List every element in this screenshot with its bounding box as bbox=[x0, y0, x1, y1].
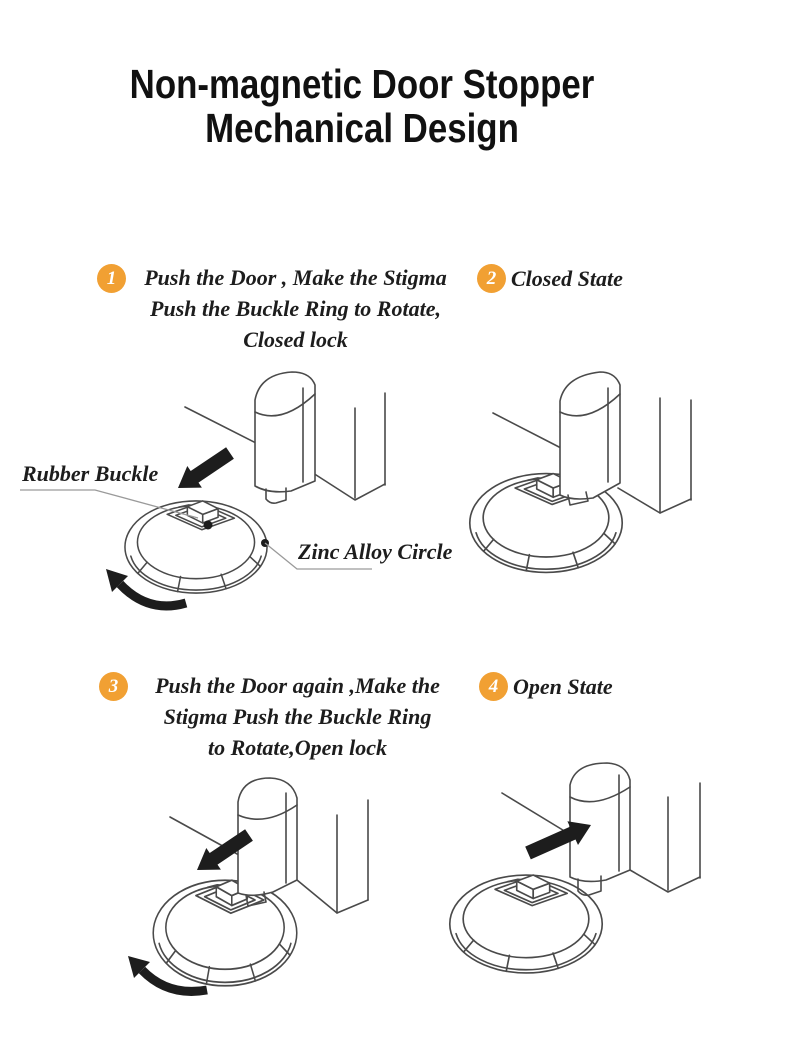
door-frame bbox=[312, 392, 386, 501]
rotate-arrow-icon bbox=[106, 569, 188, 611]
rubber-buckle-label: Rubber Buckle bbox=[22, 461, 159, 486]
door-stopper-body bbox=[237, 777, 298, 907]
stigma-foot bbox=[265, 487, 287, 504]
page-title: Non-magnetic Door Stopper Mechanical Des… bbox=[0, 62, 724, 150]
diagram-step3-push-again bbox=[128, 777, 369, 996]
zinc-alloy-circle-label: Zinc Alloy Circle bbox=[298, 539, 453, 564]
step-1-badge: 1 bbox=[97, 264, 126, 293]
step-2-badge: 2 bbox=[477, 264, 506, 293]
stigma-foot bbox=[577, 875, 602, 896]
stigma-foot bbox=[567, 491, 589, 506]
push-arrow-icon bbox=[178, 447, 234, 488]
step-1-text: Push the Door , Make the Stigma Push the… bbox=[144, 265, 447, 352]
door-frame bbox=[296, 799, 369, 914]
page-title-line1: Non-magnetic Door Stopper bbox=[129, 61, 595, 107]
rotate-arrow-icon bbox=[128, 956, 208, 996]
door-stopper-body bbox=[559, 371, 621, 506]
step-3-text: Push the Door again ,Make the Stigma Pus… bbox=[155, 673, 440, 760]
step-4-text: Open State bbox=[513, 674, 613, 699]
buckle-screw-dot bbox=[203, 520, 213, 530]
door-edge-line bbox=[184, 406, 257, 444]
step-2-text: Closed State bbox=[511, 266, 623, 291]
door-frame bbox=[617, 397, 692, 514]
door-edge-line bbox=[492, 412, 562, 449]
push-arrow-icon bbox=[197, 829, 253, 870]
rubber-buckle-leader-line bbox=[20, 489, 199, 519]
door-edge-line bbox=[501, 792, 572, 836]
door-stopper-body bbox=[569, 762, 631, 896]
page-title-line2: Mechanical Design bbox=[205, 105, 519, 151]
diagram-step1-push-door bbox=[20, 371, 386, 611]
zinc-alloy-leader-line bbox=[264, 542, 372, 570]
door-frame bbox=[629, 782, 701, 893]
diagram-step2-closed-state bbox=[468, 371, 692, 574]
zinc-alloy-circle bbox=[124, 500, 268, 594]
step-4-badge: 4 bbox=[479, 672, 508, 701]
door-stopper-body bbox=[254, 371, 316, 504]
stigma-foot bbox=[245, 891, 267, 907]
zinc-alloy-circle bbox=[152, 879, 298, 987]
push-arrow-icon bbox=[525, 821, 591, 860]
zinc-alloy-circle bbox=[448, 874, 604, 974]
step-3-badge: 3 bbox=[99, 672, 128, 701]
diagram-step4-open-state bbox=[448, 762, 701, 974]
